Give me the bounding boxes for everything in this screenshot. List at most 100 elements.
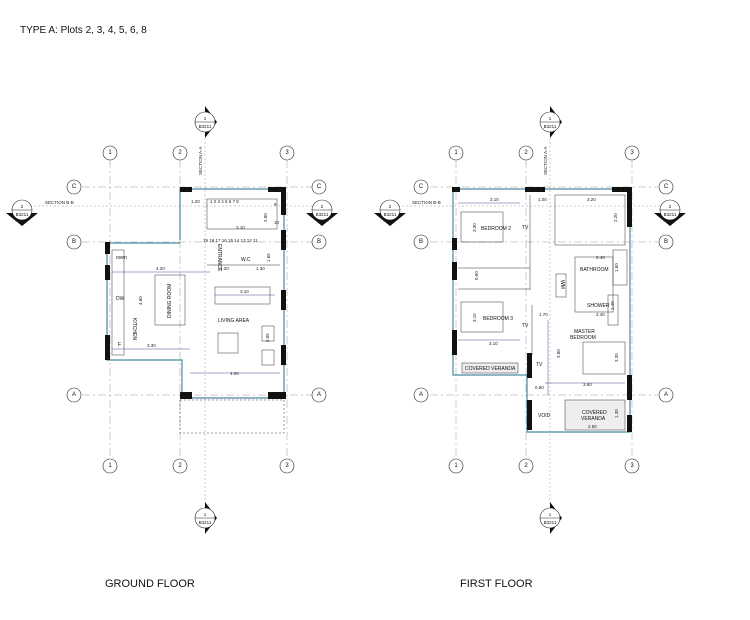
svg-text:3: 3 bbox=[285, 463, 289, 469]
svg-text:3.10: 3.10 bbox=[240, 289, 249, 294]
ground-floor-walls bbox=[105, 187, 286, 434]
svg-text:3.30: 3.30 bbox=[147, 343, 156, 348]
svg-text:VERANDA: VERANDA bbox=[581, 416, 606, 422]
svg-text:1: 1 bbox=[204, 116, 207, 121]
grid-bubble-column: 2 bbox=[172, 145, 188, 161]
svg-text:3: 3 bbox=[630, 150, 634, 156]
svg-text:3.10: 3.10 bbox=[490, 197, 499, 202]
svg-text:SHOWER: SHOWER bbox=[587, 303, 610, 309]
svg-text:4.00: 4.00 bbox=[230, 371, 239, 376]
grid-bubble-column: 1 bbox=[102, 145, 118, 161]
svg-text:COVERED VERANDA: COVERED VERANDA bbox=[465, 366, 516, 372]
svg-text:9: 9 bbox=[274, 202, 277, 207]
grid-bubble-column: 2 bbox=[172, 458, 188, 474]
svg-text:1.40: 1.40 bbox=[610, 301, 615, 310]
svg-text:BATHROOM: BATHROOM bbox=[580, 267, 609, 273]
svg-text:B3211: B3211 bbox=[199, 520, 212, 525]
svg-text:oven: oven bbox=[116, 255, 127, 261]
svg-text:0.60: 0.60 bbox=[535, 385, 544, 390]
grid-bubble-column: 3 bbox=[624, 145, 640, 161]
svg-text:3.30: 3.30 bbox=[472, 223, 477, 232]
svg-text:1: 1 bbox=[454, 150, 458, 156]
svg-text:A: A bbox=[419, 392, 423, 398]
svg-text:1.65: 1.65 bbox=[266, 253, 271, 262]
svg-text:B: B bbox=[419, 239, 423, 245]
svg-text:1 2 3 4 5 6 7 8: 1 2 3 4 5 6 7 8 bbox=[210, 199, 239, 204]
svg-text:TV: TV bbox=[522, 323, 529, 329]
svg-text:2.40: 2.40 bbox=[596, 255, 605, 260]
svg-text:BEDROOM 3: BEDROOM 3 bbox=[483, 316, 513, 322]
svg-text:0.60: 0.60 bbox=[474, 271, 479, 280]
svg-text:1.30: 1.30 bbox=[256, 266, 265, 271]
grid-bubble-row: B bbox=[66, 234, 82, 250]
svg-text:2.80: 2.80 bbox=[263, 213, 268, 222]
svg-text:3.80: 3.80 bbox=[556, 349, 561, 358]
svg-text:3: 3 bbox=[285, 150, 289, 156]
svg-text:B3211: B3211 bbox=[384, 212, 397, 217]
svg-text:1: 1 bbox=[454, 463, 458, 469]
svg-text:SECTION A-A: SECTION A-A bbox=[198, 146, 203, 175]
svg-text:1: 1 bbox=[549, 512, 552, 517]
svg-text:3.20: 3.20 bbox=[587, 197, 596, 202]
svg-text:B3211: B3211 bbox=[16, 212, 29, 217]
svg-text:B3211: B3211 bbox=[664, 212, 677, 217]
svg-text:2: 2 bbox=[389, 204, 392, 209]
svg-text:SECTION B-B: SECTION B-B bbox=[412, 200, 441, 205]
svg-text:C: C bbox=[419, 184, 424, 190]
first-floor-labels: BEDROOM 2 BEDROOM 3 BATHROOM SHOWER MAST… bbox=[465, 197, 619, 429]
grid-bubble-row: A bbox=[311, 387, 327, 403]
svg-text:A: A bbox=[664, 392, 668, 398]
grid-bubble-row: B bbox=[311, 234, 327, 250]
svg-text:BEDROOM: BEDROOM bbox=[570, 335, 596, 341]
svg-text:10: 10 bbox=[274, 220, 280, 225]
grid-bubble-column: 3 bbox=[279, 145, 295, 161]
ground-floor-labels: ENTRANCE W.C KITCHEN DINING ROOM LIVING … bbox=[116, 199, 280, 376]
svg-text:2: 2 bbox=[669, 204, 672, 209]
grid-bubble-column: 1 bbox=[102, 458, 118, 474]
grid-bubble-row: B bbox=[413, 234, 429, 250]
grid-bubble-column: 2 bbox=[518, 145, 534, 161]
svg-text:3.10: 3.10 bbox=[236, 225, 245, 230]
grid-bubble-row: A bbox=[413, 387, 429, 403]
grid-bubble-row: A bbox=[658, 387, 674, 403]
svg-text:4.60: 4.60 bbox=[138, 296, 143, 305]
svg-text:3.60: 3.60 bbox=[583, 382, 592, 387]
svg-text:1.60: 1.60 bbox=[614, 263, 619, 272]
grid-bubble-row: B bbox=[658, 234, 674, 250]
svg-text:B: B bbox=[317, 239, 321, 245]
svg-text:C: C bbox=[72, 184, 77, 190]
grid-bubble-column: 3 bbox=[624, 458, 640, 474]
svg-text:A: A bbox=[72, 392, 76, 398]
svg-text:SECTION B-B: SECTION B-B bbox=[45, 200, 74, 205]
first-floor-label: FIRST FLOOR bbox=[460, 578, 533, 590]
svg-text:B3211: B3211 bbox=[544, 520, 557, 525]
svg-text:2: 2 bbox=[524, 463, 528, 469]
svg-text:KITCHEN: KITCHEN bbox=[131, 318, 137, 340]
svg-text:2: 2 bbox=[178, 463, 182, 469]
grid-bubble-column: 3 bbox=[279, 458, 295, 474]
svg-text:1.70: 1.70 bbox=[539, 312, 548, 317]
grid-bubble-column: 1 bbox=[448, 145, 464, 161]
svg-text:1: 1 bbox=[549, 116, 552, 121]
sheet-title: TYPE A: Plots 2, 3, 4, 5, 6, 8 bbox=[20, 25, 147, 36]
svg-text:B: B bbox=[664, 239, 668, 245]
svg-text:3.15: 3.15 bbox=[472, 313, 477, 322]
svg-text:1: 1 bbox=[108, 463, 112, 469]
svg-text:B3211: B3211 bbox=[316, 212, 329, 217]
svg-text:2: 2 bbox=[178, 150, 182, 156]
svg-text:TV: TV bbox=[522, 225, 529, 231]
grid-bubble-column: 2 bbox=[518, 458, 534, 474]
svg-text:MASTER: MASTER bbox=[574, 329, 595, 335]
ground-floor-label: GROUND FLOOR bbox=[105, 578, 195, 590]
svg-text:1: 1 bbox=[108, 150, 112, 156]
svg-text:1.20: 1.20 bbox=[220, 266, 229, 271]
svg-text:2.50: 2.50 bbox=[588, 424, 597, 429]
grid-bubble-row: C bbox=[311, 179, 327, 195]
svg-text:5.05: 5.05 bbox=[265, 333, 270, 342]
